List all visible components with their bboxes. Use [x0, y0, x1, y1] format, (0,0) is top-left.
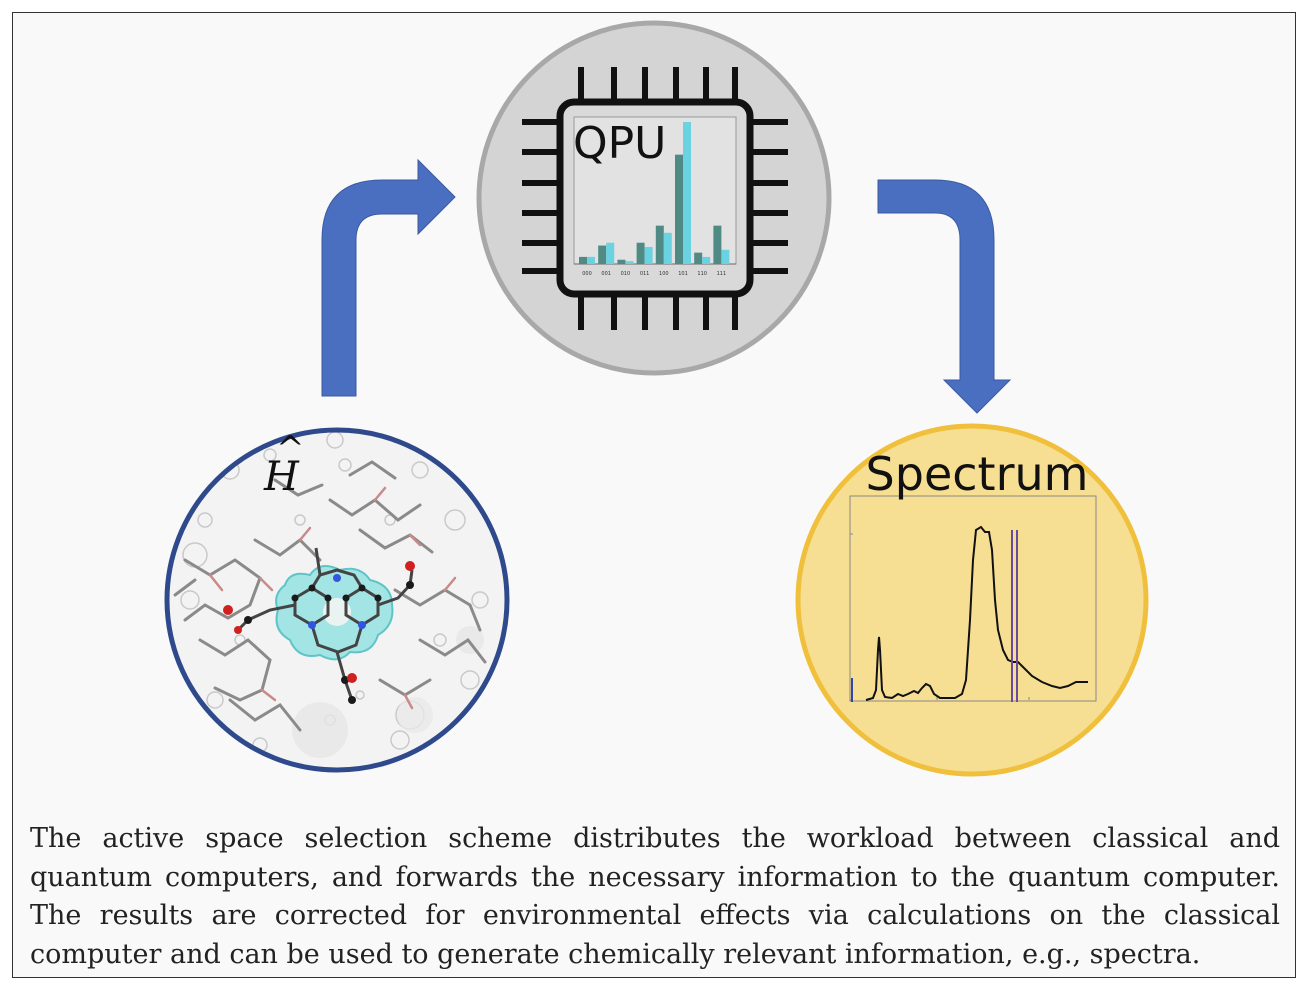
histogram-bar-b-100	[663, 232, 672, 264]
histogram-tick-000: 000	[582, 271, 592, 277]
spectrum-curve	[865, 525, 1088, 701]
arrow-to-qpu	[321, 158, 456, 397]
hamiltonian-hat: ^	[276, 429, 305, 469]
chip-pins	[522, 67, 788, 330]
histogram-bar-b-011	[644, 246, 653, 264]
histogram-bar-a-111	[713, 225, 722, 264]
histogram-tick-111: 111	[717, 271, 727, 277]
histogram-bar-b-101	[683, 122, 691, 264]
histogram-bar-a-001	[598, 245, 607, 264]
histogram-bar-a-110	[694, 252, 703, 264]
histogram-bar-a-101	[675, 154, 683, 264]
histogram-bar-a-010	[617, 259, 626, 264]
arrow-to-spectrum	[877, 179, 1012, 414]
spectrum-label: Spectrum	[866, 447, 1089, 501]
histogram-bar-b-110	[702, 256, 711, 264]
histogram-bar-a-011	[636, 242, 645, 264]
hamiltonian-label: H	[263, 454, 300, 500]
spectrum-plot-frame	[849, 495, 1097, 702]
histogram-tick-100: 100	[659, 271, 669, 277]
figure-caption: The active space selection scheme distri…	[30, 823, 1280, 970]
qpu-label: QPU	[573, 118, 666, 169]
histogram-tick-001: 001	[601, 271, 611, 277]
histogram-tick-010: 010	[621, 271, 631, 277]
histogram-bar-a-000	[579, 256, 587, 264]
spectrum-node: Spectrum	[795, 423, 1149, 777]
histogram-bar-b-010	[625, 261, 634, 264]
solvent-environment	[173, 431, 489, 758]
histogram-bar-b-001	[606, 242, 615, 264]
qpu-histogram	[579, 122, 730, 264]
histogram-tick-011: 011	[640, 271, 650, 277]
histogram-tick-101: 101	[678, 271, 688, 277]
qpu-histogram-ticks: 000 001 010 011 100 101 110 111	[582, 271, 726, 277]
qpu-node: 000 001 010 011 100 101 110 111 QPU	[476, 20, 832, 376]
molecule-node: ^ H	[164, 427, 510, 773]
histogram-bar-b-000	[587, 256, 595, 264]
histogram-tick-110: 110	[697, 271, 707, 277]
histogram-bar-b-111	[721, 249, 730, 264]
histogram-bar-a-100	[655, 225, 664, 264]
